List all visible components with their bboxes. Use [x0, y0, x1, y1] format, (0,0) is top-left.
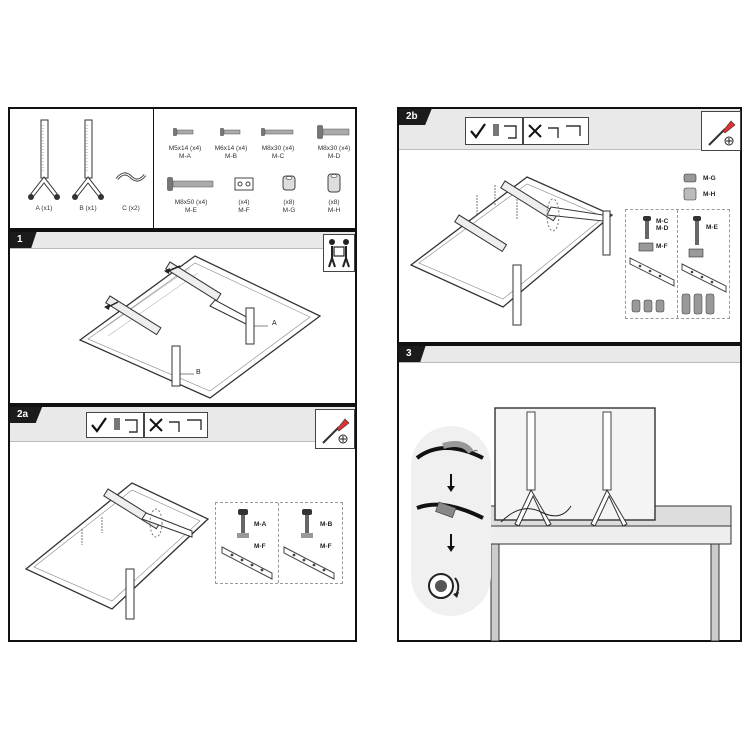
step-2b-panel: 2b M-G M-H M-C	[397, 107, 742, 344]
m-g-qty: (x8)	[283, 199, 295, 206]
screw-m-b-code: M-B	[225, 153, 237, 160]
m-g-code: M-G	[282, 207, 296, 214]
stand-b-label: B (x1)	[79, 205, 97, 212]
clip-c-label: C (x2)	[122, 205, 140, 212]
m-h-qty: (x8)	[328, 199, 340, 206]
step-1-callout-a: A	[272, 320, 277, 327]
step-1-panel: 1 A B	[8, 230, 357, 405]
plate-mf-icon-right	[688, 248, 704, 258]
washer-plate-m-f-icon	[234, 177, 254, 191]
detail-divider	[677, 210, 678, 318]
spacer-m-h-icon	[327, 173, 341, 193]
step-2a-detail-box: M-A M-F M-B M-F	[215, 502, 343, 584]
screw-m-b-icon	[220, 128, 241, 136]
step-2a-tag: 2a	[10, 407, 43, 423]
step-1-tag: 1	[10, 232, 37, 248]
label-mf: M-F	[656, 243, 668, 250]
screw-mb-detail-icon	[301, 509, 313, 538]
m-f-code: M-F	[238, 207, 250, 214]
bracket-detail-right-2b	[681, 263, 727, 293]
bracket-detail-left-2b	[629, 257, 675, 287]
spacer-stack-left	[631, 299, 665, 313]
step-3-header	[399, 346, 740, 363]
step-3-panel: 3 C	[397, 344, 742, 642]
screw-m-c-code: M-C	[271, 153, 285, 160]
screw-m-d-code: M-D	[327, 153, 341, 160]
two-person-lift-icon	[323, 234, 355, 272]
screw-ma-detail-icon	[237, 509, 249, 538]
stand-a-label: A (x1)	[35, 205, 53, 212]
bracket-detail-left	[221, 546, 273, 580]
detail-divider	[278, 503, 279, 583]
label-mh: M-H	[703, 191, 716, 198]
screw-m-a-size: M5x14 (x4)	[168, 145, 202, 152]
wrong-bracket-icon	[169, 419, 202, 432]
incorrect-orientation-box-2b	[523, 117, 589, 145]
step-2b-tag: 2b	[399, 109, 432, 125]
clip-c-icon	[115, 172, 147, 182]
step-2b-tv-diagram	[409, 176, 614, 326]
spacer-m-g-icon	[282, 175, 296, 191]
label-ma: M-A	[254, 521, 267, 528]
step-2b-detail-box: M-C M-D M-F M-E	[625, 209, 730, 319]
screw-m-e-icon	[167, 177, 214, 191]
spacer-m-h-icon	[683, 187, 697, 201]
step-2a-panel: 2a M-A M-F M-B M-F	[8, 405, 357, 642]
screw-m-a-icon	[173, 128, 194, 136]
screw-m-e-size: M8x50 (x4)	[174, 199, 208, 206]
spacer-m-g-icon	[683, 173, 697, 183]
correct-orientation-box-2b	[465, 117, 523, 145]
screw-m-c-icon	[261, 128, 294, 136]
tv-on-stand-diagram	[494, 407, 656, 527]
bracket-detail-right	[283, 546, 335, 580]
screwdriver-icon-box	[315, 409, 355, 449]
cross-icon	[528, 124, 542, 138]
cable-clip-steps-diagram	[415, 441, 484, 599]
screw-m-d-icon	[317, 125, 350, 139]
stand-a-icon	[28, 119, 60, 200]
step-1-tv-diagram	[78, 255, 322, 399]
label-mb: M-B	[320, 521, 333, 528]
step-1-header	[10, 232, 355, 249]
parts-divider	[153, 109, 154, 228]
screw-m-b-size: M6x14 (x4)	[214, 145, 248, 152]
screw-me-detail-icon	[693, 216, 701, 245]
screw-m-a-code: M-A	[179, 153, 191, 160]
plate-mf-icon-left	[638, 242, 654, 252]
stand-b-icon	[72, 119, 104, 200]
spacer-stack-right	[681, 293, 715, 315]
label-mf-left: M-F	[254, 543, 266, 550]
label-mf-right: M-F	[320, 543, 332, 550]
screw-m-e-code: M-E	[185, 207, 197, 214]
incorrect-orientation-box	[144, 412, 208, 438]
m-h-code: M-H	[327, 207, 341, 214]
check-icon	[470, 123, 486, 139]
cross-icon	[149, 418, 163, 432]
screw-mc-detail-icon	[643, 216, 651, 239]
screwdriver-icon-box-2b	[701, 111, 741, 151]
label-me: M-E	[706, 224, 718, 231]
step-3-callout-c: C	[473, 450, 479, 457]
bracket-orientation-icon	[114, 418, 138, 433]
check-icon	[91, 417, 107, 433]
m-f-qty: (x4)	[238, 199, 250, 206]
step-2a-tv-diagram	[24, 482, 210, 620]
bracket-orientation-icon	[493, 124, 517, 139]
wrong-bracket-icon	[548, 125, 581, 138]
screw-m-c-size: M8x30 (x4)	[261, 145, 295, 152]
step-1-callout-b: B	[196, 369, 201, 376]
parts-panel: A (x1) B (x1) C (x2) M5x14 (x4) M-A M6x1…	[8, 107, 357, 230]
screw-m-d-size: M8x30 (x4)	[317, 145, 351, 152]
step-3-tag: 3	[399, 346, 426, 362]
correct-orientation-box	[86, 412, 144, 438]
label-md: M-D	[656, 225, 669, 232]
label-mg: M-G	[703, 175, 716, 182]
label-mc: M-C	[656, 218, 669, 225]
